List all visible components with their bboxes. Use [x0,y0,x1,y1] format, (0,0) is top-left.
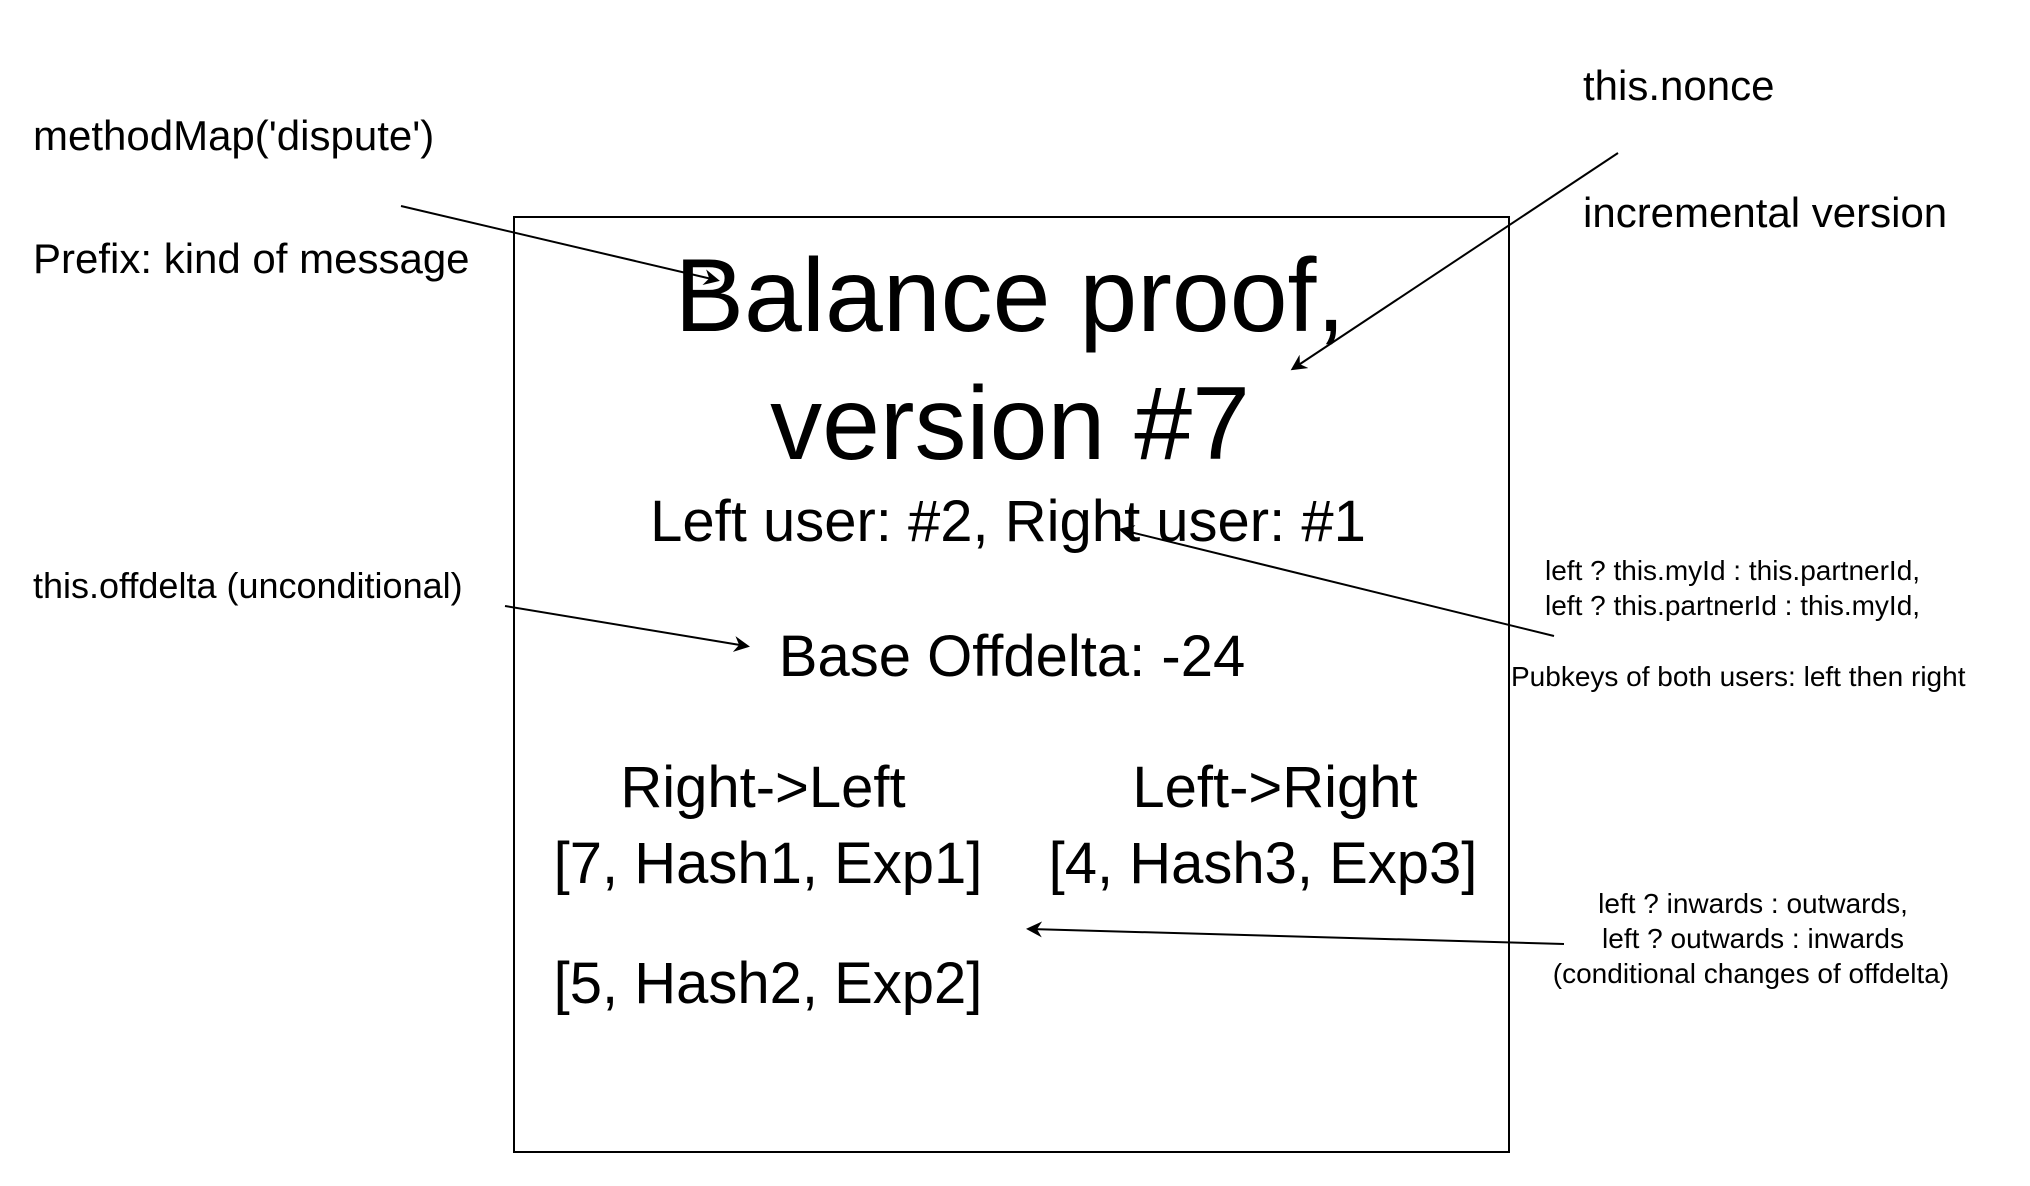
users-line: Left user: #2, Right user: #1 [650,489,1366,554]
base-offdelta: Base Offdelta: -24 [778,624,1246,689]
left-to-right-heading: Left->Right [1132,755,1418,820]
left-to-right-entry: [4, Hash3, Exp3] [1048,831,1478,896]
inwards-annotation-line-1: left ? inwards : outwards, [1598,888,1908,919]
pubkeys-annotation: Pubkeys of both users: left then right [1511,661,1966,692]
right-to-left-heading: Right->Left [620,755,906,820]
prefix-annotation: Prefix: kind of message [33,235,470,282]
incremental-annotation: incremental version [1583,189,1948,236]
right-to-left-entry: [5, Hash2, Exp2] [553,951,983,1016]
inwards-annotation-line-3: (conditional changes of offdelta) [1552,958,1950,989]
inwards-annotation-line-2: left ? outwards : inwards [1602,923,1904,954]
balance-proof-box [513,216,1510,1153]
right-to-left-entry: [7, Hash1, Exp1] [553,831,983,896]
proof-title-line-1: Balance proof, [674,238,1346,354]
nonce-annotation: this.nonce [1583,62,1775,109]
proof-title-line-2: version #7 [770,366,1250,482]
method-map-annotation: methodMap('dispute') [33,112,435,159]
offdelta-annotation: this.offdelta (unconditional) [33,565,463,606]
user-id-annotation-line-1: left ? this.myId : this.partnerId, [1545,555,1921,586]
user-id-annotation-line-2: left ? this.partnerId : this.myId, [1545,590,1921,621]
